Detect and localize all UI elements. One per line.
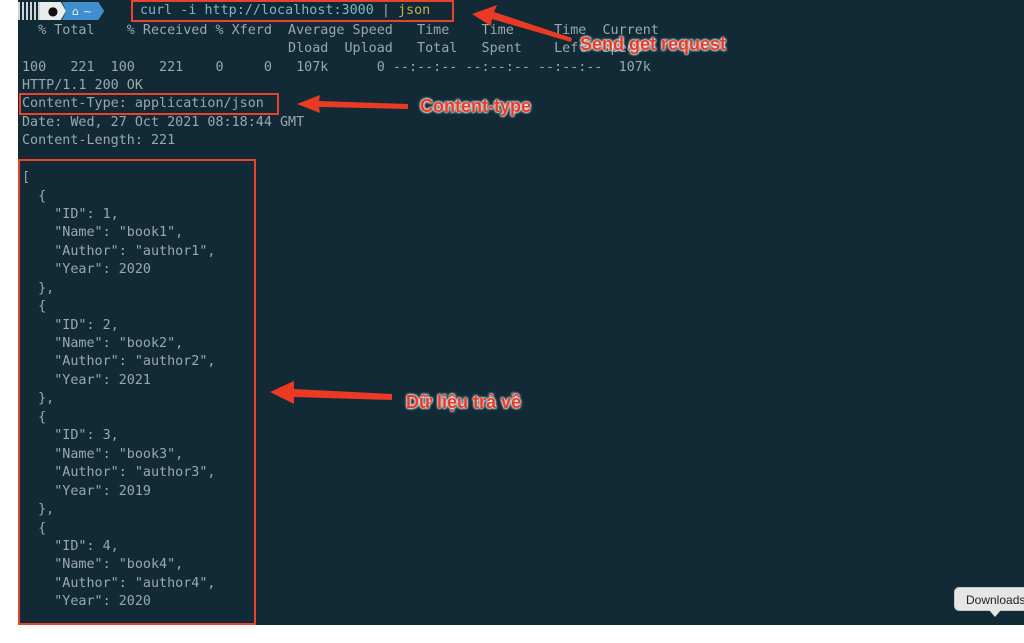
command-highlight-box bbox=[131, 0, 454, 22]
output-line: Content-Type: application/json bbox=[22, 96, 264, 111]
response-highlight-box bbox=[18, 159, 256, 625]
output-line: }, bbox=[22, 281, 55, 296]
output-line: { bbox=[22, 299, 47, 314]
output-line: "ID": 1, bbox=[22, 207, 119, 222]
content-type-annotation: Content-type bbox=[420, 96, 531, 116]
output-line: { bbox=[22, 521, 47, 536]
output-line: "Author": "author3", bbox=[22, 465, 216, 480]
output-line: "Year": 2019 bbox=[22, 484, 151, 499]
output-line: "Name": "book4", bbox=[22, 557, 184, 572]
prompt-dir-label: ~ bbox=[82, 4, 93, 18]
command-filter: json bbox=[397, 3, 431, 18]
output-line: "Year": 2020 bbox=[22, 262, 151, 277]
home-icon: ⌂ bbox=[72, 4, 79, 18]
terminal-window[interactable]: ● ⌂ ~ curl -i http://localhost:3000 | js… bbox=[18, 0, 1024, 625]
output-line: "ID": 4, bbox=[22, 539, 119, 554]
command-line[interactable]: curl -i http://localhost:3000 | json bbox=[140, 2, 430, 20]
output-line: "Name": "book3", bbox=[22, 447, 184, 462]
output-line: "Author": "author1", bbox=[22, 244, 216, 259]
response-data-annotation: Dữ liệu trả về bbox=[406, 392, 522, 412]
arrow-to-command bbox=[472, 5, 572, 42]
output-line: [ bbox=[22, 170, 31, 185]
output-line: "Year": 2020 bbox=[22, 594, 151, 609]
send-request-annotation: Send get request bbox=[580, 34, 727, 54]
shell-prompt: ● ⌂ ~ bbox=[18, 2, 105, 20]
content-type-highlight-box bbox=[19, 93, 279, 115]
command-pipe: | bbox=[381, 3, 390, 18]
downloads-tooltip-tip bbox=[989, 610, 1001, 617]
apple-icon: ● bbox=[40, 2, 66, 20]
output-line: "ID": 3, bbox=[22, 428, 119, 443]
output-line: }, bbox=[22, 502, 55, 517]
output-line: Content-Length: 221 bbox=[22, 133, 176, 148]
output-line: "Name": "book2", bbox=[22, 336, 184, 351]
downloads-tooltip: Downloads bbox=[954, 587, 1024, 611]
output-line: }, bbox=[22, 391, 55, 406]
command-text: curl -i http://localhost:3000 bbox=[140, 3, 374, 18]
output-line: { bbox=[22, 410, 47, 425]
output-line: "Author": "author4", bbox=[22, 576, 216, 591]
output-line: { bbox=[22, 189, 47, 204]
output-line: "Year": 2021 bbox=[22, 373, 151, 388]
output-line: "Name": "book1", bbox=[22, 225, 184, 240]
prompt-stripes bbox=[18, 2, 40, 20]
prompt-directory: ⌂ ~ bbox=[62, 2, 105, 20]
arrow-to-response bbox=[270, 381, 392, 404]
output-line: "Author": "author2", bbox=[22, 354, 216, 369]
output-line: HTTP/1.1 200 OK bbox=[22, 78, 143, 93]
arrow-to-content-type bbox=[297, 95, 408, 113]
output-line: % Total % Received % Xferd Average Speed… bbox=[22, 23, 659, 38]
output-line: Date: Wed, 27 Oct 2021 08:18:44 GMT bbox=[22, 115, 305, 130]
output-line: Dload Upload Total Spent Left Speed bbox=[22, 41, 643, 56]
output-line: "ID": 2, bbox=[22, 318, 119, 333]
output-line: 100 221 100 221 0 0 107k 0 --:--:-- --:-… bbox=[22, 60, 651, 75]
